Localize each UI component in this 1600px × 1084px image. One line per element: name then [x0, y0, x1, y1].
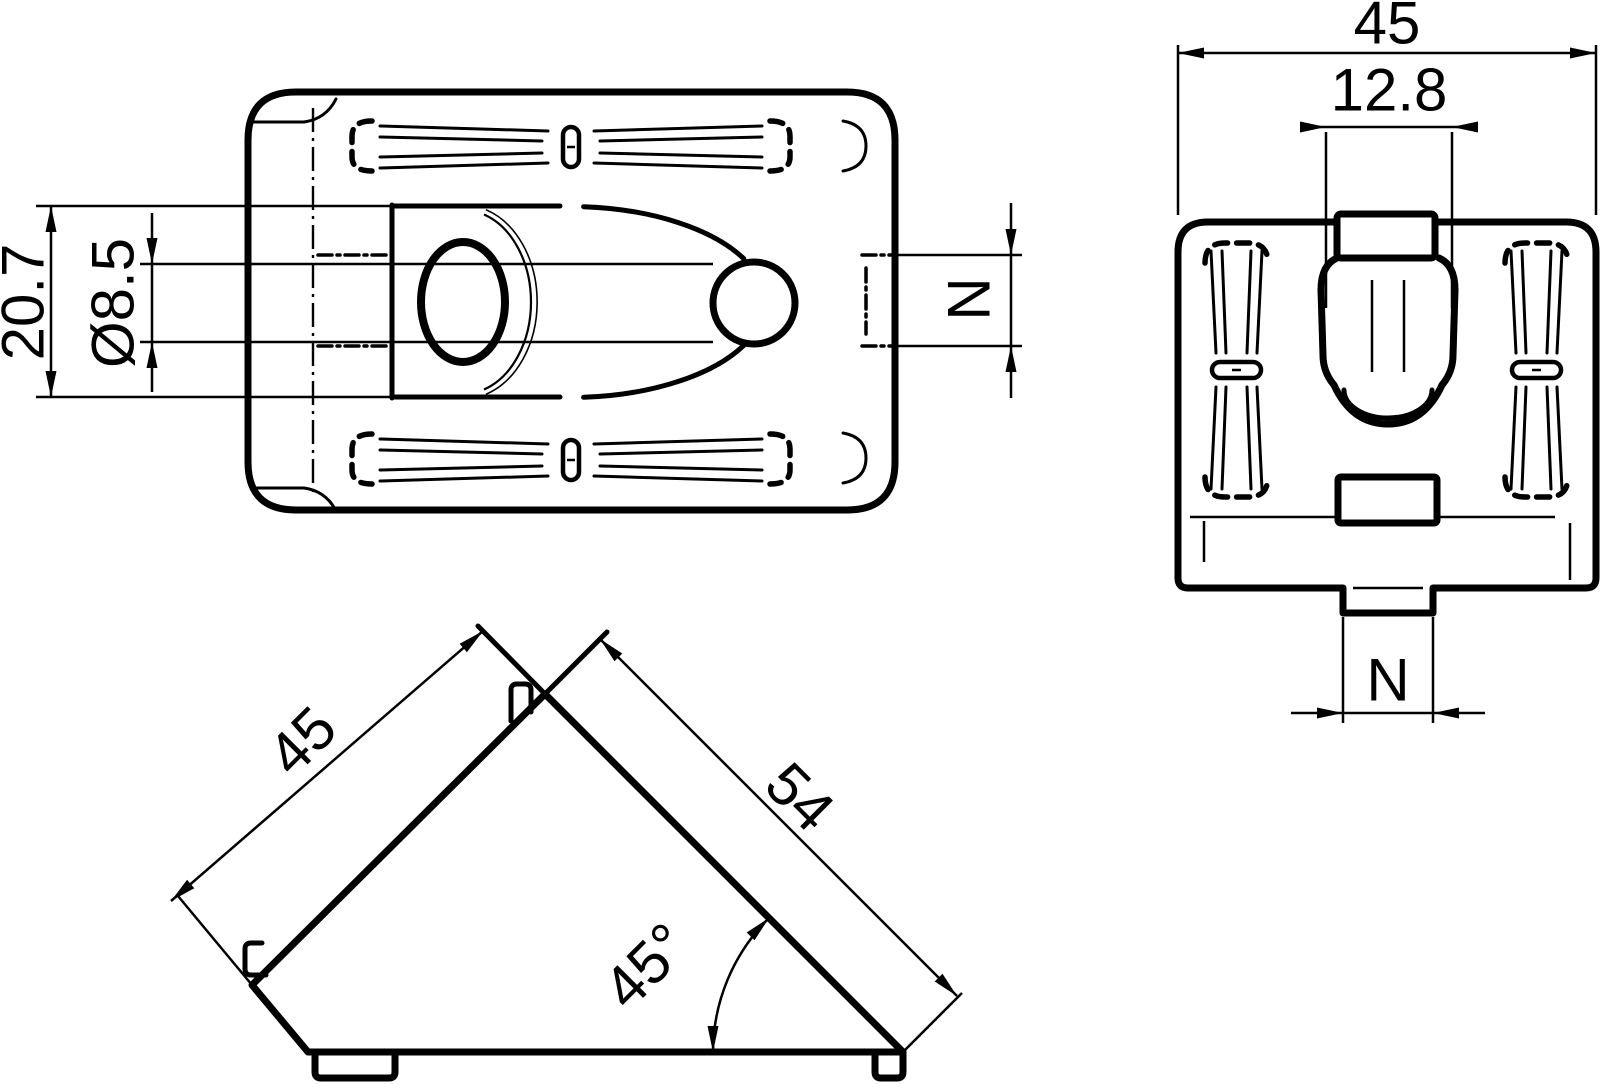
plan-inner-contour-br	[841, 431, 868, 485]
front-view: 45 12.8 N	[1174, 0, 1600, 723]
plan-inner-contour-tl	[251, 97, 338, 124]
plan-depth-dim-label: 20.7	[0, 244, 57, 361]
plan-bore-dim-label: Ø8.5	[80, 238, 147, 368]
plan-inner-contour-tr	[841, 119, 868, 173]
plan-body-outline	[244, 88, 899, 514]
front-tab-dimension: N	[1291, 617, 1485, 723]
front-boss	[1317, 254, 1459, 428]
front-lower-tab	[1334, 473, 1441, 527]
front-width-dim-label: 45	[1354, 0, 1421, 57]
plan-bottom-rib-slot	[349, 431, 793, 487]
plan-counterbore-arc	[483, 213, 533, 391]
side-view: 45 54 45°	[170, 623, 963, 1082]
front-step-line	[1190, 515, 1572, 580]
side-hypotenuse-dim-label: 54	[753, 750, 848, 845]
side-angle-dim-label: 45°	[590, 910, 702, 1022]
plan-bore-circle	[709, 258, 799, 348]
front-right-rib-slot	[1502, 240, 1571, 500]
side-angle-dimension: 45°	[590, 910, 770, 1053]
side-body-outline	[248, 690, 907, 1056]
side-right-foot	[871, 1048, 907, 1082]
plan-inner-contour-bl	[251, 486, 338, 513]
front-left-rib-slot	[1202, 240, 1271, 500]
plan-top-rib-slot	[349, 118, 793, 174]
plan-depth-dimension: 20.7	[0, 204, 392, 399]
plan-groove-dimension: N	[897, 203, 1022, 398]
front-tab-dim-label: N	[1366, 647, 1409, 714]
front-width-dimension: 45	[1176, 0, 1598, 215]
plan-slot-hole	[417, 238, 509, 366]
side-peak-tab	[508, 681, 534, 724]
plan-opening	[389, 203, 747, 400]
front-top-tab	[1333, 210, 1439, 262]
side-leg-dim-label: 45	[255, 694, 350, 789]
plan-groove-left-marks	[316, 253, 392, 348]
plan-bore-dimension: Ø8.5	[80, 213, 713, 392]
plan-groove-right-marks	[860, 253, 897, 348]
front-boss-dimension: 12.8	[1300, 57, 1478, 308]
plan-counterbore-arc2	[485, 208, 538, 396]
plan-groove-dim-label: N	[936, 277, 1003, 320]
plan-view: 20.7 Ø8.5 N	[0, 88, 1022, 514]
side-left-foot	[311, 1048, 399, 1082]
side-left-tab	[242, 940, 269, 978]
front-boss-dim-label: 12.8	[1331, 57, 1448, 124]
side-leg-dimension: 45	[170, 623, 548, 986]
